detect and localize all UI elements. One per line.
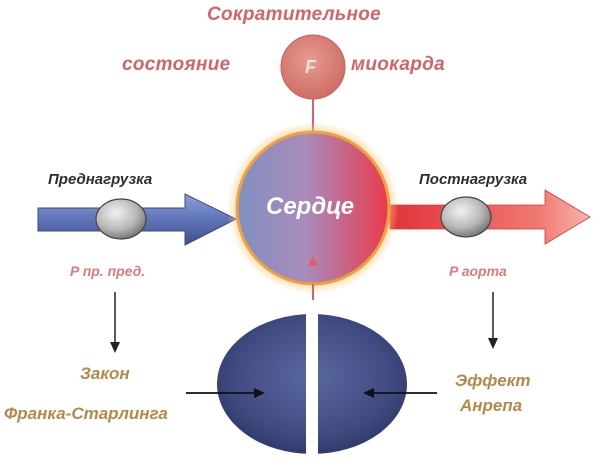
anrep-line2: Анрепа bbox=[460, 396, 523, 415]
preload-valve-icon bbox=[95, 198, 147, 240]
preload-pressure: P пр. пред. bbox=[70, 263, 146, 279]
heart-to-effects-arrowhead bbox=[308, 256, 318, 266]
contractility-title-line1: Сократительное bbox=[207, 4, 382, 25]
contractility-f-label: F bbox=[305, 57, 316, 77]
right-down-arrowhead bbox=[488, 338, 498, 349]
frank-starling-line2: Франка-Старлинга bbox=[4, 404, 168, 423]
afterload-valve-icon bbox=[440, 196, 492, 238]
contractility-title-line2-left: состояние bbox=[122, 54, 231, 75]
effects-ellipse-split bbox=[306, 300, 318, 461]
anrep-arrowhead bbox=[363, 388, 374, 398]
contractility-title-line2-right: миокарда bbox=[351, 54, 446, 75]
anrep-line1: Эффект bbox=[455, 371, 531, 390]
afterload-pressure: P аорта bbox=[449, 263, 507, 279]
preload-title: Преднагрузка bbox=[48, 171, 153, 188]
frank-starling-arrowhead bbox=[254, 388, 265, 398]
heart-label: Сердце bbox=[266, 193, 355, 220]
afterload-title: Постнагрузка bbox=[419, 171, 528, 188]
left-down-arrowhead bbox=[110, 342, 120, 353]
frank-starling-line1: Закон bbox=[80, 364, 130, 383]
